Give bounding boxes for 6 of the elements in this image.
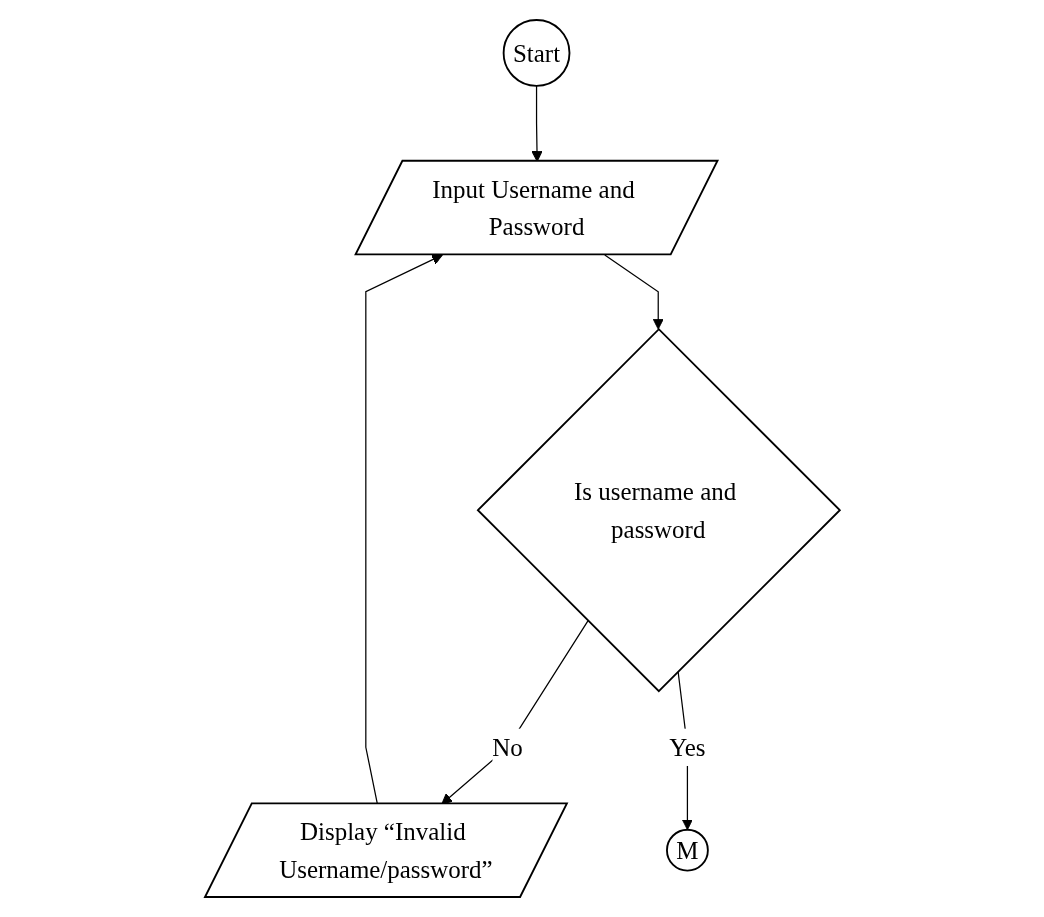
arrow: [603, 254, 664, 330]
node-diamond: Is username and password: [476, 327, 841, 693]
node-circle: M: [665, 828, 709, 872]
edge-label: Yes: [668, 733, 706, 761]
edge-label: No: [491, 733, 523, 761]
node-circle: Start: [502, 19, 571, 87]
